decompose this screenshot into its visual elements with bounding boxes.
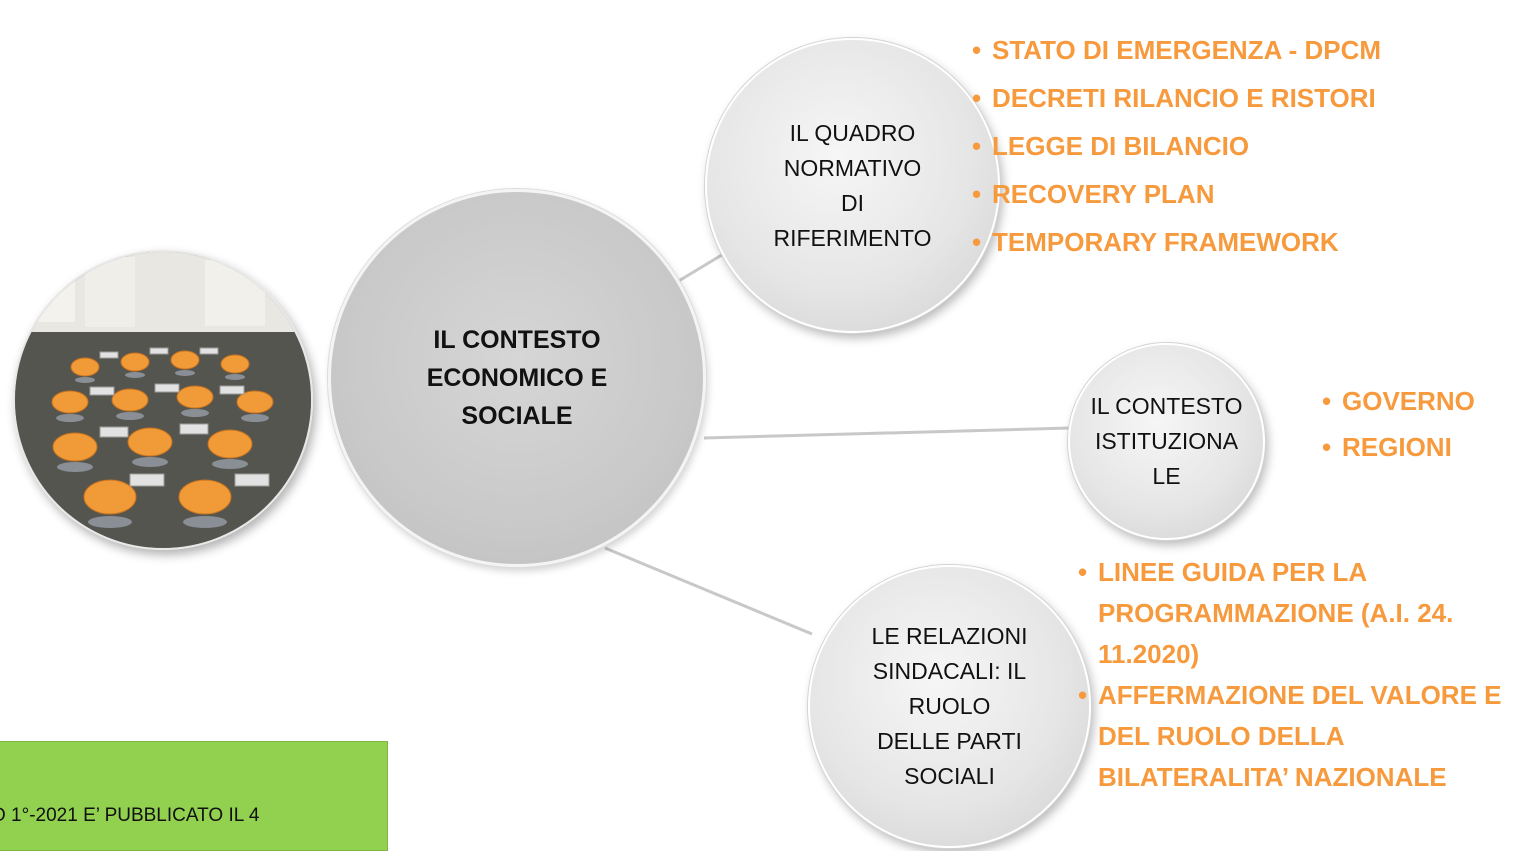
- list-item: STATO DI EMERGENZA - DPCM: [972, 30, 1452, 74]
- quadro-normativo-list: STATO DI EMERGENZA - DPCM DECRETI RILANC…: [972, 30, 1452, 266]
- list-item: TEMPORARY FRAMEWORK: [972, 218, 1452, 266]
- branch-circle-quadro-normativo: IL QUADRO NORMATIVO DI RIFERIMENTO: [705, 38, 1000, 333]
- list-item: LEGGE DI BILANCIO: [972, 122, 1452, 170]
- branch-circle-relazioni-sindacali: LE RELAZIONI SINDACALI: IL RUOLO DELLE P…: [808, 565, 1091, 848]
- list-item: DECRETI RILANCIO E RISTORI: [972, 74, 1452, 122]
- contesto-istituzionale-list: GOVERNO REGIONI: [1322, 378, 1522, 470]
- list-item: LINEE GUIDA PER LA PROGRAMMAZIONE (A.I. …: [1078, 552, 1508, 675]
- note-text: O 1°-2021 E’ PUBBLICATO IL 4: [0, 805, 260, 826]
- main-topic-circle: IL CONTESTO ECONOMICO E SOCIALE: [328, 189, 706, 567]
- branch-label-relazioni-sindacali: LE RELAZIONI SINDACALI: IL RUOLO DELLE P…: [871, 623, 1028, 789]
- list-item: RECOVERY PLAN: [972, 170, 1452, 218]
- classroom-illustration: [15, 252, 311, 548]
- branch-label-quadro-normativo: IL QUADRO NORMATIVO DI RIFERIMENTO: [773, 119, 932, 251]
- connector-istituzionale: [703, 426, 1071, 440]
- classroom-photo: [13, 250, 313, 550]
- list-item: REGIONI: [1322, 424, 1522, 470]
- connector-quadro: [671, 248, 731, 287]
- note-box: O 1°-2021 E’ PUBBLICATO IL 4: [0, 741, 388, 851]
- main-topic-label: IL CONTESTO ECONOMICO E SOCIALE: [426, 326, 608, 430]
- list-item: AFFERMAZIONE DEL VALORE E DEL RUOLO DELL…: [1078, 675, 1508, 798]
- connector-relazioni: [604, 546, 813, 636]
- branch-label-contesto-istituzionale: IL CONTESTO ISTITUZIONA LE: [1090, 393, 1243, 489]
- relazioni-sindacali-list: LINEE GUIDA PER LA PROGRAMMAZIONE (A.I. …: [1078, 552, 1508, 798]
- branch-circle-contesto-istituzionale: IL CONTESTO ISTITUZIONA LE: [1068, 343, 1265, 540]
- list-item: GOVERNO: [1322, 378, 1522, 424]
